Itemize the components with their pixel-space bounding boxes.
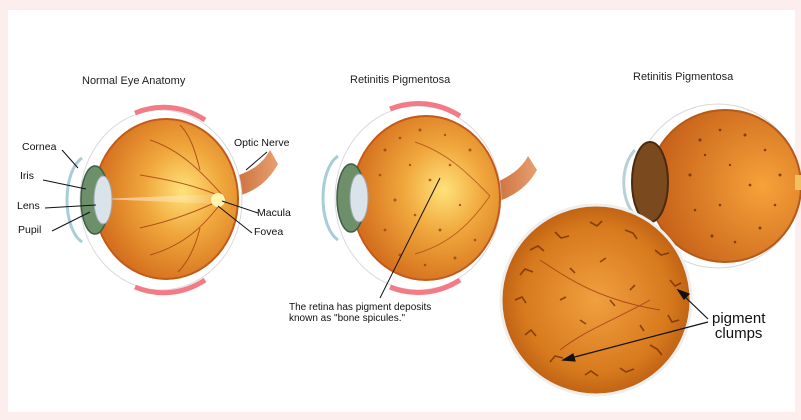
caption-line-2: known as "bone spicules." bbox=[289, 313, 431, 324]
fundus-magnified-view bbox=[501, 205, 691, 395]
rp-cross-section-title: Retinitis Pigmentosa bbox=[350, 74, 450, 86]
callout-line-1: pigment bbox=[712, 311, 765, 326]
rp-fundus-title: Retinitis Pigmentosa bbox=[633, 71, 733, 83]
callout-line-2: clumps bbox=[712, 326, 765, 341]
normal-eye-illustration bbox=[43, 107, 278, 292]
rp-retina-shape bbox=[352, 116, 500, 280]
lens-shape bbox=[94, 176, 112, 224]
cornea-label: Cornea bbox=[22, 141, 56, 153]
bone-spicules-caption: The retina has pigment deposits known as… bbox=[289, 302, 431, 324]
caption-line-1: The retina has pigment deposits bbox=[289, 302, 431, 313]
pupil-label: Pupil bbox=[18, 224, 41, 236]
rp-lens-shape bbox=[350, 174, 368, 222]
pigment-clumps-label: pigment clumps bbox=[712, 311, 765, 341]
optic-nerve-label: Optic Nerve bbox=[234, 137, 289, 149]
external-retina-shape bbox=[649, 110, 801, 262]
lens-label: Lens bbox=[17, 200, 40, 212]
iris-label: Iris bbox=[20, 170, 34, 182]
external-nerve-stub bbox=[795, 175, 801, 190]
fovea-label: Fovea bbox=[254, 226, 283, 238]
fundus-disc bbox=[501, 205, 691, 395]
macula-spot bbox=[211, 193, 225, 207]
normal-eye-title: Normal Eye Anatomy bbox=[82, 75, 185, 87]
macula-label: Macula bbox=[257, 207, 291, 219]
external-iris-shape bbox=[632, 142, 668, 222]
